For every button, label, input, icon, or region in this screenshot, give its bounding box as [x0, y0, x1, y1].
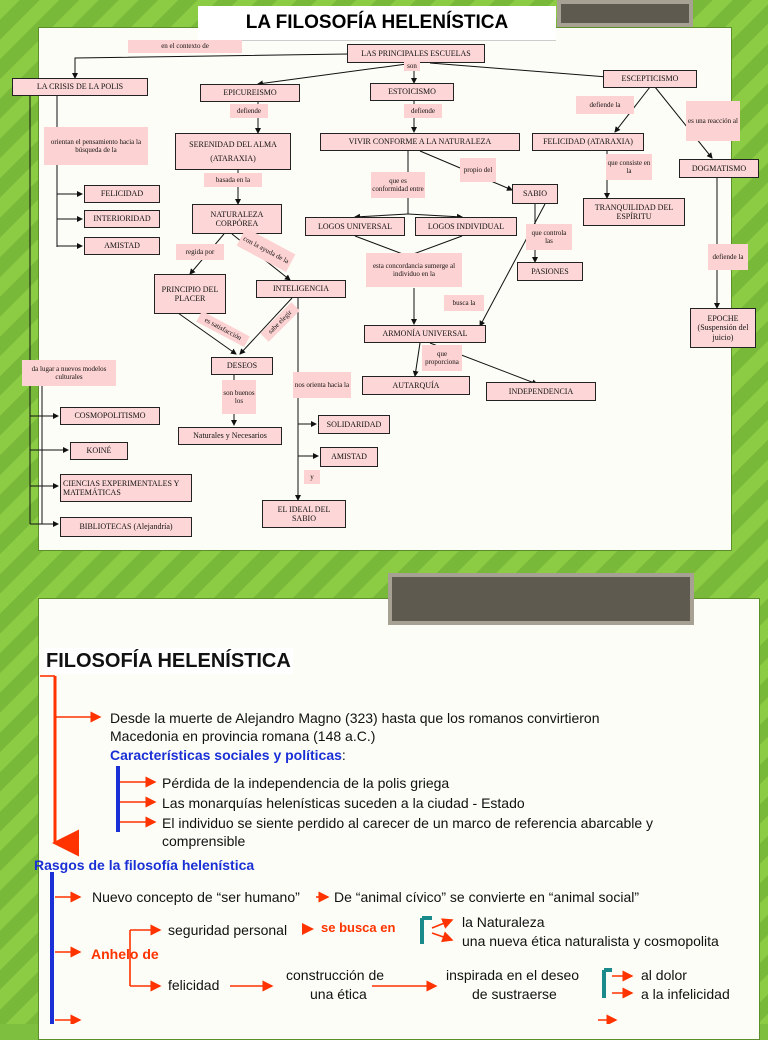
- lbl-defiende-la2: defiende la: [708, 244, 748, 270]
- se-busca: se busca en: [321, 920, 396, 935]
- lbl-y: y: [304, 470, 320, 484]
- box-inteligencia: INTELIGENCIA: [256, 280, 346, 298]
- bullet1: Pérdida de la independencia de la polis …: [162, 775, 450, 791]
- rasgos-heading: Rasgos de la filosofía helenística: [34, 857, 255, 873]
- nueva-etica: una nueva ética naturalista y cosmopolit…: [462, 933, 719, 949]
- serenidad-line1: SERENIDAD DEL ALMA: [189, 139, 277, 149]
- lbl-proporciona: que proporciona: [422, 345, 462, 371]
- lbl-defiende-la: defiende la: [576, 96, 634, 114]
- lbl-busca: busca la: [444, 295, 484, 311]
- construccion-b: una ética: [310, 986, 367, 1002]
- lbl-orienta: nos orienta hacia la: [293, 372, 351, 398]
- lbl-concordancia: esta concordancia sumerge al individuo e…: [366, 253, 462, 287]
- bullet3b: comprensible: [162, 833, 246, 849]
- slide1-dark-tab: [557, 0, 693, 27]
- box-escepticismo: ESCEPTICISMO: [603, 70, 697, 88]
- bullet3a: El individuo se siente perdido al carece…: [162, 815, 654, 831]
- lbl-orientan: orientan el pensamiento hacia la búsqued…: [44, 127, 148, 165]
- lbl-conformidad: que es conformidad entre: [371, 172, 425, 198]
- box-tranquilidad: TRANQUILIDAD DEL ESPÍRITU: [583, 198, 685, 226]
- lbl-defiende2: defiende: [404, 104, 442, 118]
- box-armonia: ARMONÍA UNIVERSAL: [364, 325, 486, 343]
- box-sabio: SABIO: [512, 184, 558, 204]
- lbl-defiende1: defiende: [230, 104, 268, 118]
- inspirada-a: inspirada en el deseo: [446, 967, 580, 983]
- box-pasiones: PASIONES: [517, 262, 583, 281]
- felicidad: felicidad: [168, 977, 220, 993]
- slide2-dark-tab: [388, 573, 694, 625]
- serenidad-line2: (ATARAXIA): [210, 154, 256, 163]
- infelicidad: a la infelicidad: [641, 986, 730, 1002]
- box-dogmatismo: DOGMATISMO: [679, 159, 759, 178]
- slide1-panel: [38, 27, 732, 551]
- box-amistad: AMISTAD: [84, 237, 160, 255]
- lbl-buenos: son buenos los: [222, 380, 256, 414]
- box-felicidad: FELICIDAD: [84, 185, 160, 203]
- line1b: Macedonia en provincia romana (148 a.C.): [110, 728, 376, 744]
- box-naturaleza-corporea: NATURALEZA CORPÓREA: [192, 204, 282, 234]
- lbl-modelos: da lugar a nuevos modelos culturales: [22, 360, 116, 386]
- lbl-regida: regida por: [176, 244, 224, 260]
- seguridad: seguridad personal: [168, 922, 288, 938]
- nuevo-concepto: Nuevo concepto de “ser humano”: [92, 889, 300, 905]
- box-koine: KOINÉ: [70, 442, 128, 460]
- box-epoche: EPOCHE (Suspensión del juicio): [690, 308, 756, 348]
- caracteristicas-label: Características sociales y políticas: [110, 747, 342, 763]
- box-crisis: LA CRISIS DE LA POLIS: [12, 78, 148, 96]
- construccion-a: construcción de: [286, 967, 385, 983]
- box-deseos: DESEOS: [211, 357, 273, 375]
- caracteristicas-heading: Características sociales y políticas:: [110, 746, 346, 764]
- lbl-controla: que controla las: [526, 224, 572, 250]
- bullet2: Las monarquías helenísticas suceden a la…: [162, 795, 525, 811]
- line1a: Desde la muerte de Alejandro Magno (323)…: [110, 710, 600, 726]
- slide1-title: LA FILOSOFÍA HELENÍSTICA: [198, 6, 556, 40]
- box-logos-universal: LOGOS UNIVERSAL: [305, 217, 405, 236]
- lbl-consiste: que consiste en la: [606, 154, 652, 180]
- anhelo: Anhelo de: [91, 946, 159, 962]
- box-autarquia: AUTARQUÍA: [362, 376, 470, 395]
- box-cosmopolitismo: COSMOPOLITISMO: [60, 407, 160, 425]
- box-amistad2: AMISTAD: [320, 447, 378, 467]
- de-animal: De “animal cívico” se convierte en “anim…: [334, 889, 639, 905]
- lbl-reaccion: es una reacción al: [686, 101, 740, 141]
- lbl-propio: propio del: [460, 158, 496, 182]
- box-vivir: VIVIR CONFORME A LA NATURALEZA: [320, 133, 520, 151]
- box-principio-placer: PRINCIPIO DEL PLACER: [154, 274, 226, 314]
- box-felicidad-ataraxia: FELICIDAD (ATARAXIA): [532, 133, 644, 151]
- inspirada-b: de sustraerse: [472, 986, 557, 1002]
- la-naturaleza: la Naturaleza: [462, 914, 545, 930]
- caracteristicas-colon: :: [341, 747, 346, 763]
- box-interioridad: INTERIORIDAD: [84, 210, 160, 228]
- box-independencia: INDEPENDENCIA: [486, 382, 596, 401]
- lbl-son: son: [404, 62, 420, 71]
- box-solidaridad: SOLIDARIDAD: [318, 415, 390, 434]
- box-estoicismo: ESTOICISMO: [370, 83, 454, 101]
- box-logos-individual: LOGOS INDIVIDUAL: [415, 217, 517, 236]
- al-dolor: al dolor: [641, 967, 687, 983]
- box-epicureismo: EPICUREISMO: [200, 84, 300, 102]
- box-ideal-sabio: EL IDEAL DEL SABIO: [262, 500, 346, 528]
- slide2-title: FILOSOFÍA HELENÍSTICA: [44, 648, 293, 674]
- box-serenidad: SERENIDAD DEL ALMA (ATARAXIA): [175, 133, 291, 170]
- lbl-contexto: en el contexto de: [128, 40, 242, 53]
- box-naturales: Naturales y Necesarios: [178, 427, 282, 445]
- lbl-basada: basada en la: [204, 173, 262, 187]
- box-bibliotecas: BIBLIOTECAS (Alejandría): [60, 517, 192, 537]
- box-ciencias: CIENCIAS EXPERIMENTALES Y MATEMÁTICAS: [60, 474, 192, 502]
